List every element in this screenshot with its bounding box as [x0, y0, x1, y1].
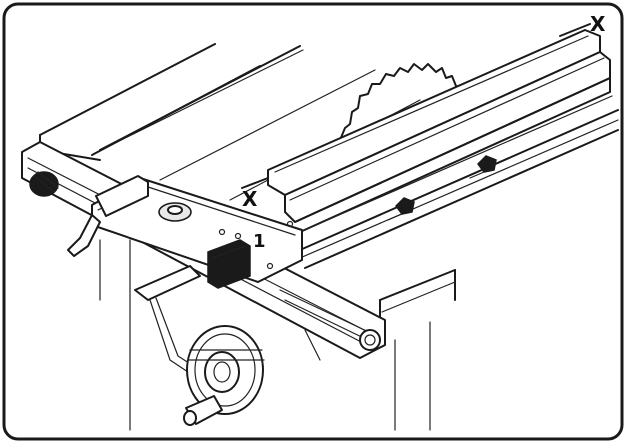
part-block: [207, 239, 251, 289]
table-right-edge: [379, 269, 456, 431]
rail-clamp: [95, 175, 149, 217]
carriage-holes: [218, 220, 294, 270]
part-number-label: 1: [253, 231, 266, 252]
locking-lever: [67, 214, 101, 257]
marker-x-left: X: [242, 187, 258, 211]
fence-rail: [241, 23, 613, 233]
mounting-knob-left: [387, 197, 415, 221]
fence-guide-bar: [299, 109, 619, 269]
marker-x-right: X: [590, 12, 606, 36]
crank-handle: [183, 395, 223, 426]
mounting-knob-right: [469, 155, 497, 179]
table-support-left: [99, 239, 321, 431]
handwheel: [186, 325, 265, 415]
saw-blade: [339, 63, 471, 141]
locking-knob-left: [29, 171, 59, 197]
